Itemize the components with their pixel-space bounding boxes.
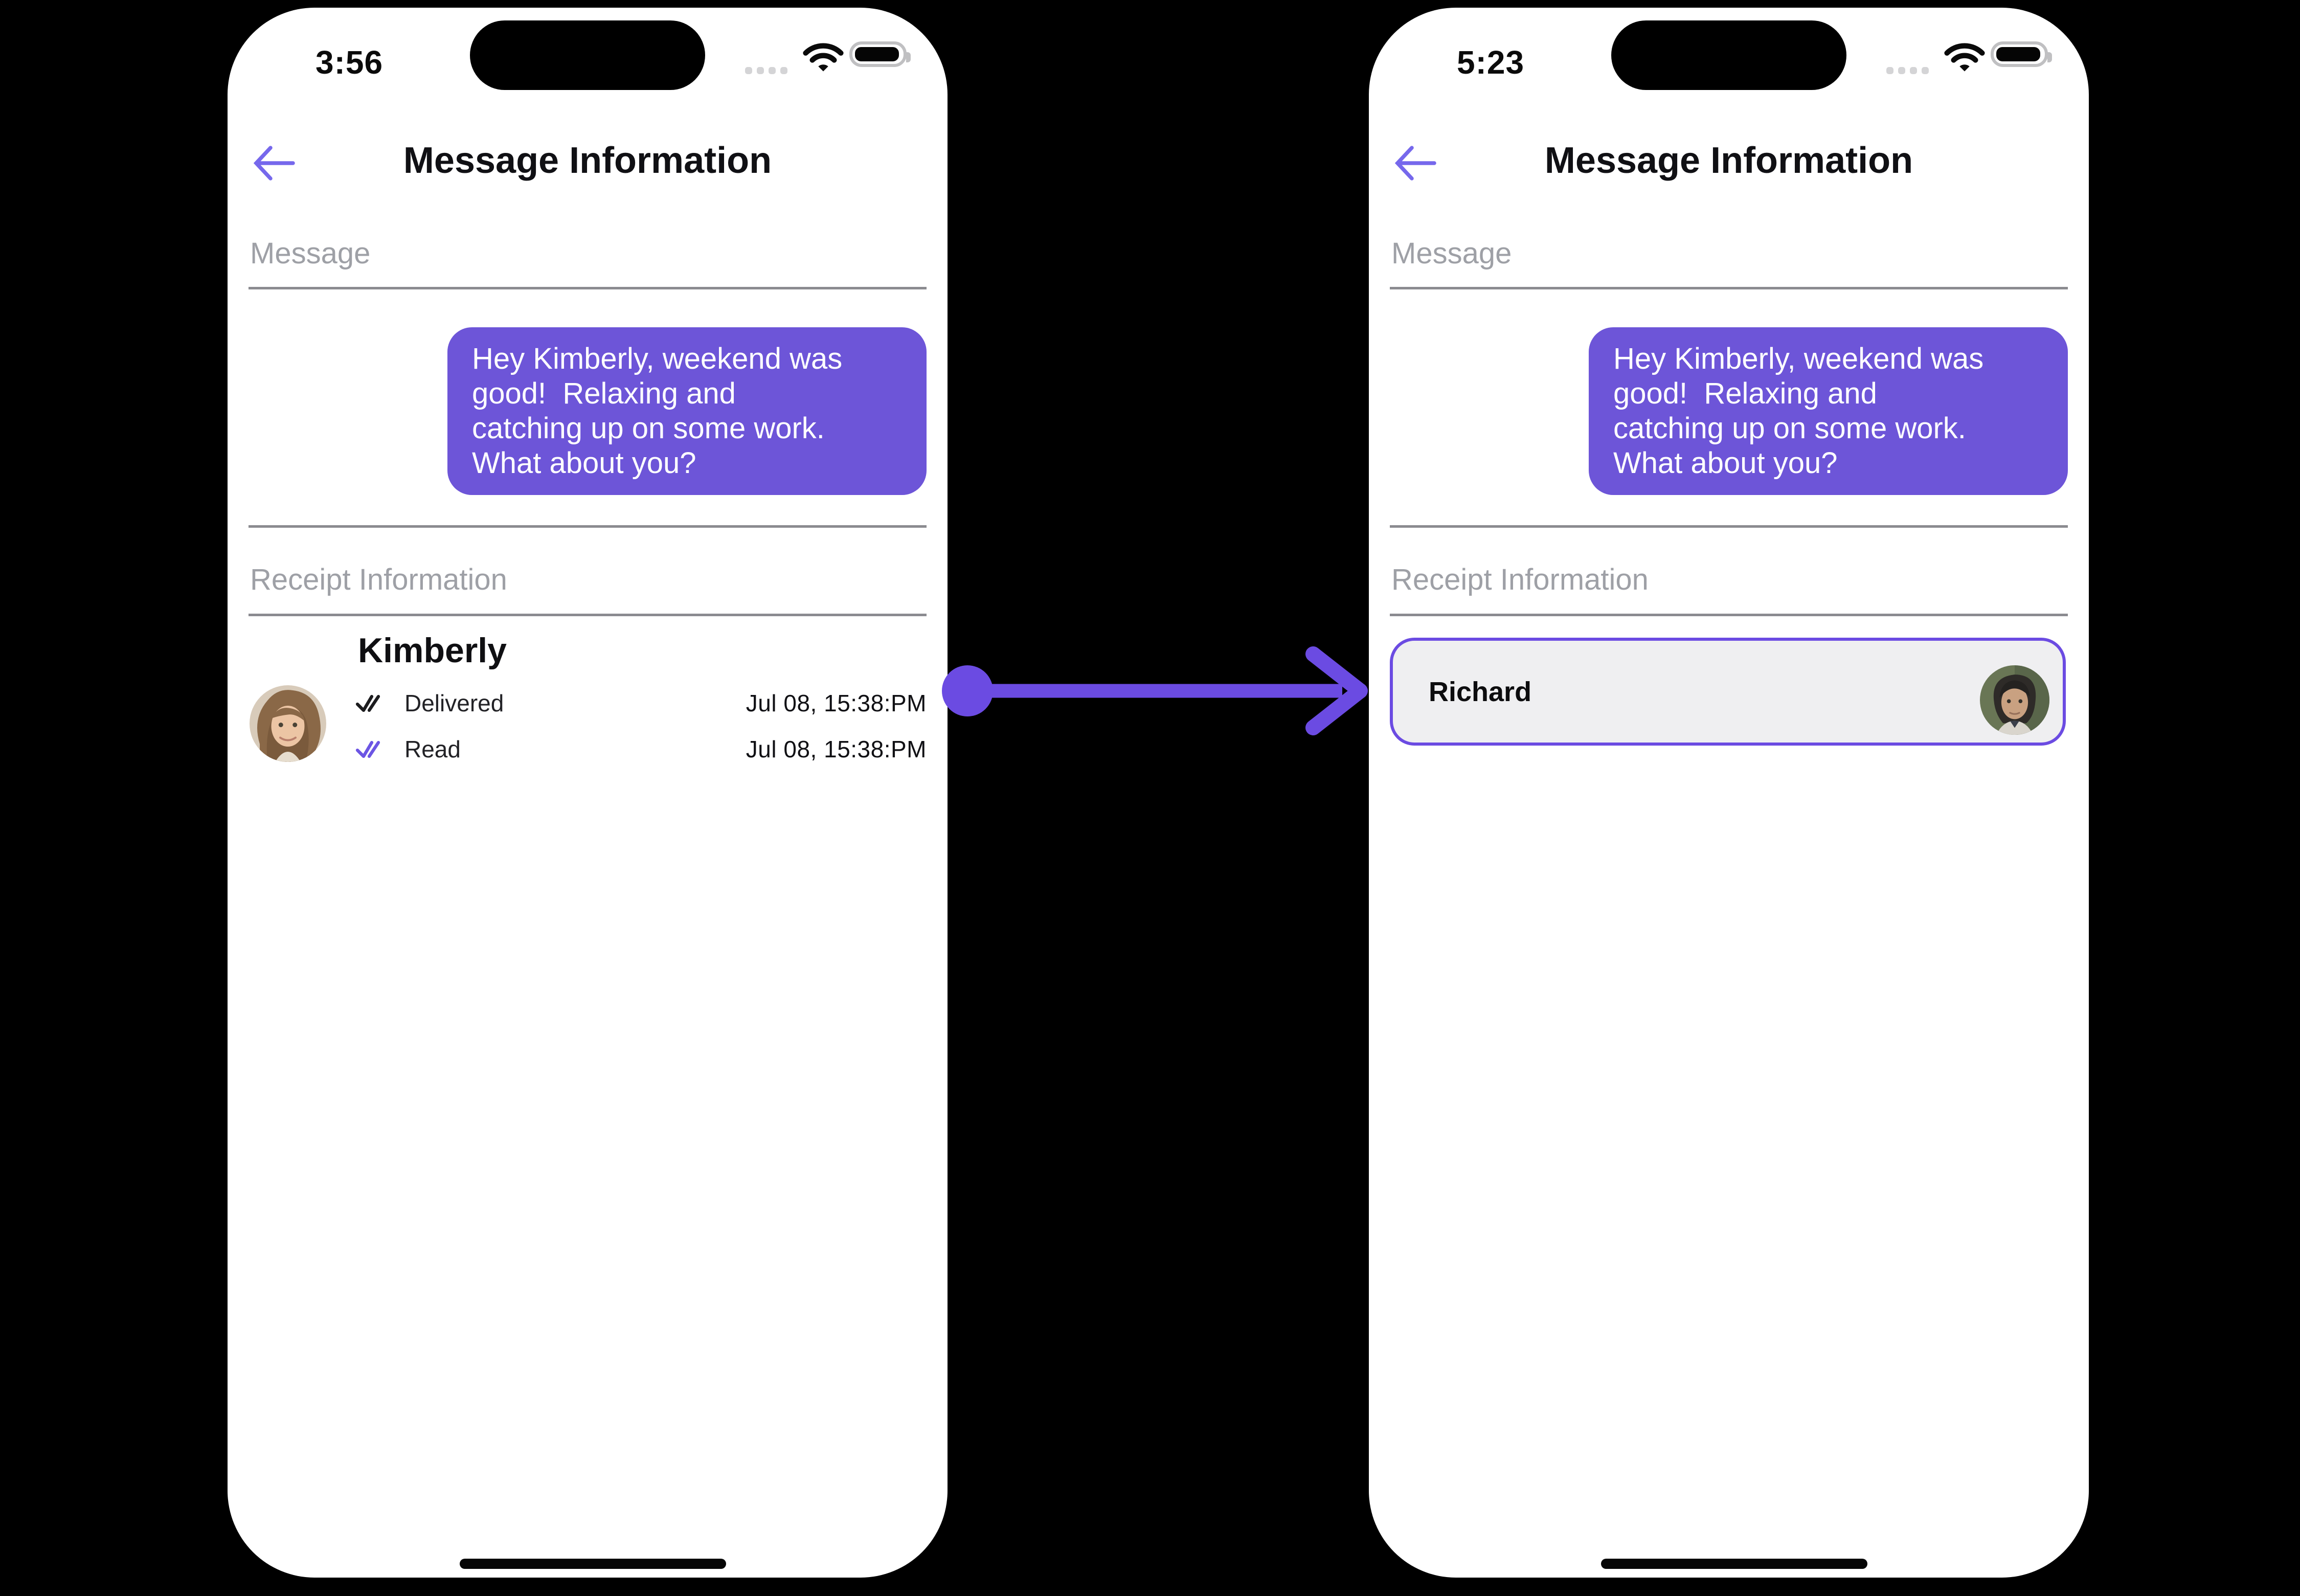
divider — [1390, 287, 2068, 289]
annotation-arrow — [942, 646, 1368, 735]
message-bubble: Hey Kimberly, weekend was good! Relaxing… — [447, 327, 927, 495]
contact-name: Kimberly — [358, 631, 507, 670]
message-line: catching up on some work. — [472, 412, 825, 445]
status-bar-icons — [745, 41, 914, 75]
divider — [1390, 614, 2068, 616]
message-section-label: Message — [250, 237, 371, 270]
dynamic-island — [470, 20, 705, 90]
status-bar-time: 5:23 — [1457, 44, 1525, 81]
phone-right: 5:23 Message Information Message Hey Kim… — [1369, 8, 2089, 1578]
divider — [1390, 525, 2068, 528]
home-indicator[interactable] — [1601, 1559, 1867, 1569]
receipt-section-label: Receipt Information — [250, 563, 507, 596]
divider — [249, 287, 927, 289]
status-bar-time: 3:56 — [315, 44, 384, 81]
read-double-check-icon — [355, 740, 380, 758]
receipt-section-label: Receipt Information — [1391, 563, 1649, 596]
dynamic-island — [1611, 20, 1846, 90]
status-row-read: Read Jul 08, 15:38:PM — [355, 736, 927, 762]
cellular-signal-icon — [745, 67, 787, 74]
message-line: What about you? — [1613, 446, 1838, 480]
wifi-icon — [1944, 43, 1985, 72]
battery-nub — [2047, 52, 2052, 62]
message-line: catching up on some work. — [1613, 412, 1966, 445]
page-title: Message Information — [403, 140, 772, 181]
message-section-label: Message — [1391, 237, 1512, 270]
read-timestamp: Jul 08, 15:38:PM — [746, 736, 927, 762]
status-bar-icons — [1886, 41, 2055, 75]
message-line: What about you? — [472, 446, 696, 480]
home-indicator[interactable] — [460, 1559, 726, 1569]
battery-fill — [855, 47, 899, 61]
divider — [249, 525, 927, 528]
delivered-label: Delivered — [404, 690, 504, 716]
battery-icon — [1991, 41, 2052, 67]
avatar-kimberly — [250, 685, 326, 762]
divider — [249, 614, 927, 616]
wifi-icon — [803, 43, 844, 72]
recipient-receipt-item[interactable]: Richard — [1390, 638, 2066, 746]
message-line: Hey Kimberly, weekend was — [472, 342, 843, 375]
back-arrow-icon[interactable] — [251, 142, 297, 185]
message-line: good! Relaxing and — [472, 377, 736, 410]
message-bubble: Hey Kimberly, weekend was good! Relaxing… — [1589, 327, 2068, 495]
battery-fill — [1996, 47, 2040, 61]
avatar-richard — [1980, 665, 2049, 735]
message-line: good! Relaxing and — [1613, 377, 1877, 410]
recipient-name: Richard — [1429, 676, 1532, 707]
delivered-timestamp: Jul 08, 15:38:PM — [746, 690, 927, 716]
cellular-signal-icon — [1886, 67, 1929, 74]
status-row-delivered: Delivered Jul 08, 15:38:PM — [355, 690, 927, 716]
message-line: Hey Kimberly, weekend was — [1613, 342, 1984, 375]
battery-icon — [849, 41, 911, 67]
phone-left: 3:56 Message Information Message Hey Kim… — [228, 8, 948, 1578]
page-title: Message Information — [1544, 140, 1913, 181]
back-arrow-icon[interactable] — [1392, 142, 1438, 185]
delivered-double-check-icon — [355, 694, 380, 712]
read-label: Read — [404, 736, 461, 762]
battery-nub — [906, 52, 911, 62]
